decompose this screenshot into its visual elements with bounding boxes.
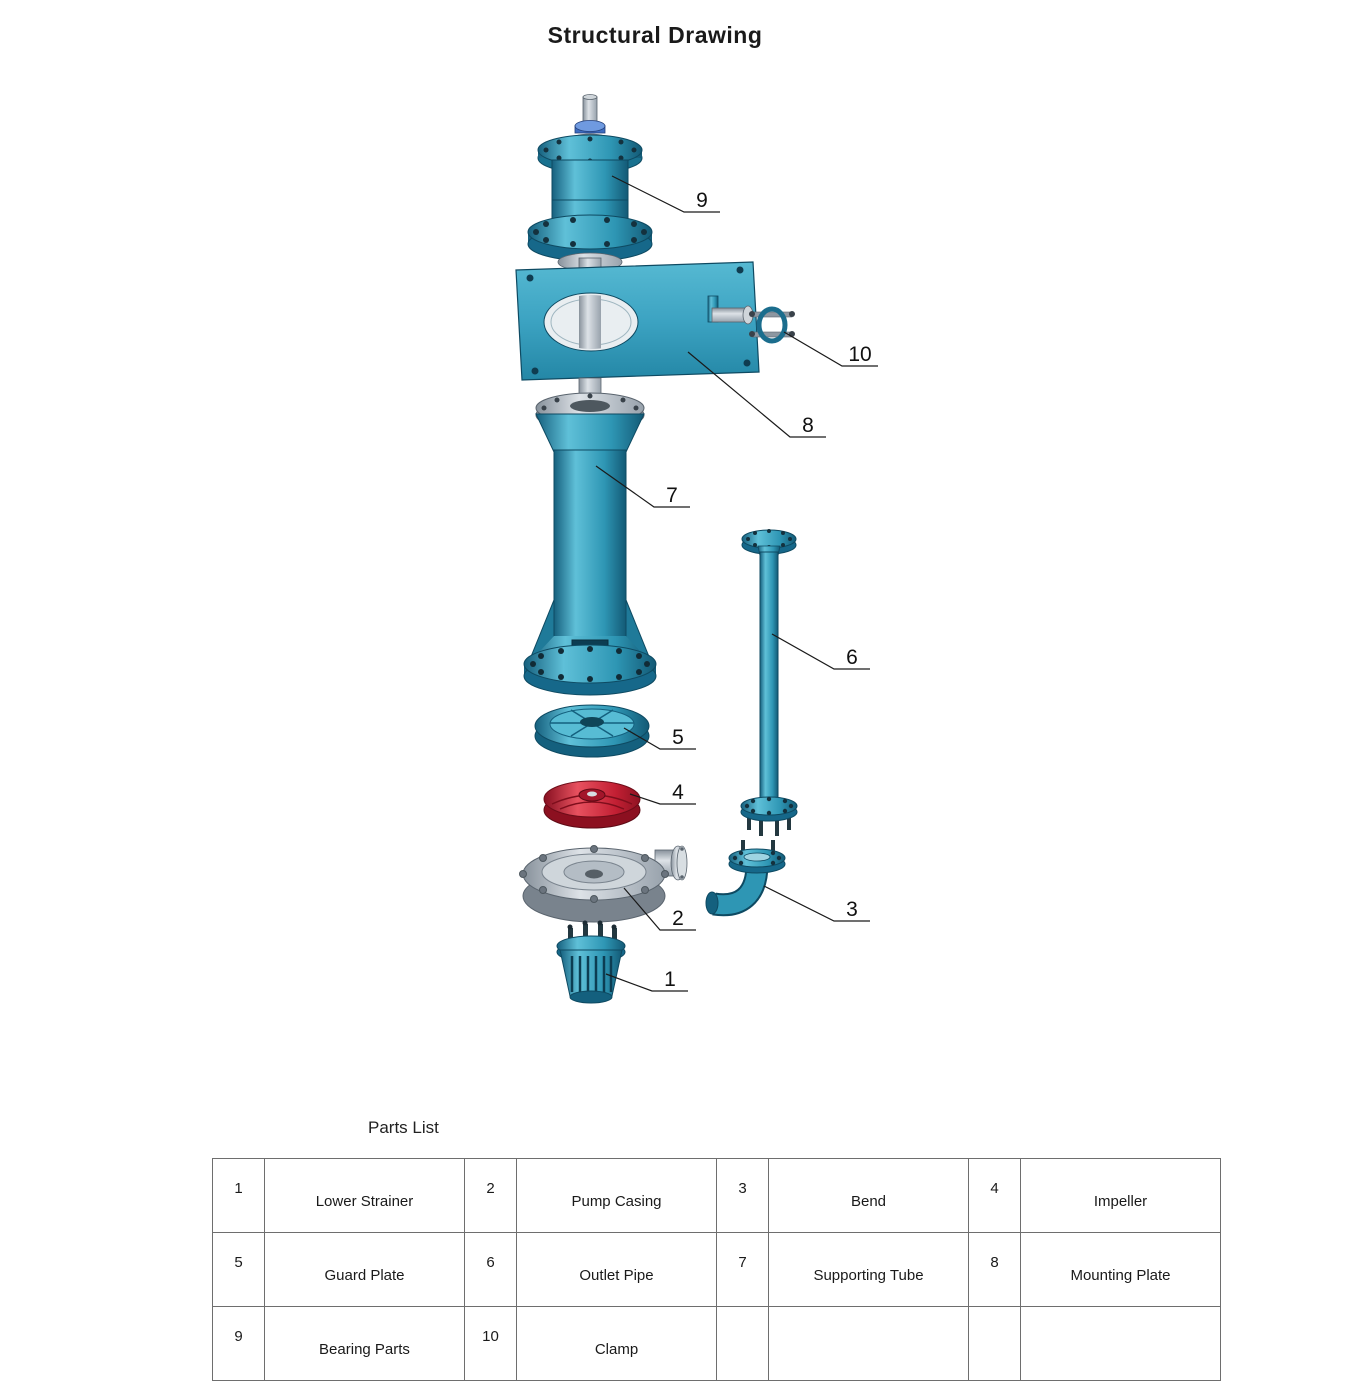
part-name-cell: Guard Plate [264,1232,465,1307]
part-number-cell: 1 [212,1158,265,1233]
part-guard-plate [534,704,650,758]
part-name-cell: Supporting Tube [768,1232,969,1307]
part-name-cell: Bend [768,1158,969,1233]
parts-table-row: 5 Guard Plate 6 Outlet Pipe 7 Supporting… [212,1232,1221,1307]
part-label-3: 3 [846,898,858,921]
part-bend [705,840,786,917]
parts-table-row: 9 Bearing Parts 10 Clamp [212,1306,1221,1381]
leader-line-9 [611,175,720,213]
part-number-cell [716,1306,769,1381]
part-name-cell: Clamp [516,1306,717,1381]
part-pump-casing [519,845,688,923]
part-number-cell: 4 [968,1158,1021,1233]
part-name-cell: Lower Strainer [264,1158,465,1233]
part-name-cell [768,1306,969,1381]
leader-line-7 [595,465,690,508]
part-supporting-tube [523,392,657,696]
part-label-6: 6 [846,646,858,669]
part-name-cell: Mounting Plate [1020,1232,1221,1307]
leader-line-5 [623,727,696,750]
part-impeller [543,780,641,829]
leader-line-2 [623,887,696,931]
part-outlet-pipe [740,529,798,836]
leader-lines [595,175,878,992]
part-bearing-parts [527,94,653,272]
part-label-7: 7 [666,484,678,507]
part-number-cell: 8 [968,1232,1021,1307]
page-title: Structural Drawing [547,22,763,48]
leader-line-4 [629,793,696,805]
leader-line-8 [687,351,826,438]
part-label-9: 9 [696,189,708,212]
part-labels: 9 10 8 7 6 5 4 3 2 1 [664,189,872,991]
leader-line-1 [605,973,688,992]
part-number-cell: 9 [212,1306,265,1381]
leader-line-6 [771,633,870,670]
part-number-cell: 5 [212,1232,265,1307]
part-number-cell: 10 [464,1306,517,1381]
part-name-cell: Pump Casing [516,1158,717,1233]
parts-list-heading: Parts List [368,1118,439,1137]
exploded-view-diagram: 9 10 8 7 6 5 4 3 2 1 [515,94,878,1004]
part-name-cell: Bearing Parts [264,1306,465,1381]
part-label-1: 1 [664,968,676,991]
part-name-cell: Outlet Pipe [516,1232,717,1307]
part-mounting-plate [515,261,760,381]
part-lower-strainer [556,920,626,1004]
part-label-5: 5 [672,726,684,749]
part-label-8: 8 [802,414,814,437]
exploded-view-area: 9 10 8 7 6 5 4 3 2 1 [515,94,878,1004]
part-label-10: 10 [848,343,871,366]
part-number-cell [968,1306,1021,1381]
part-number-cell: 6 [464,1232,517,1307]
part-name-cell: Impeller [1020,1158,1221,1233]
part-label-2: 2 [672,907,684,930]
part-clamp [749,306,795,344]
part-number-cell: 7 [716,1232,769,1307]
part-number-cell: 3 [716,1158,769,1233]
part-label-4: 4 [672,781,684,804]
part-name-cell [1020,1306,1221,1381]
part-number-cell: 2 [464,1158,517,1233]
leader-line-10 [783,331,878,367]
parts-table-row: 1 Lower Strainer 2 Pump Casing 3 Bend 4 … [212,1158,1221,1233]
leader-line-3 [763,885,870,922]
parts-list-table: 1 Lower Strainer 2 Pump Casing 3 Bend 4 … [212,1158,1221,1381]
